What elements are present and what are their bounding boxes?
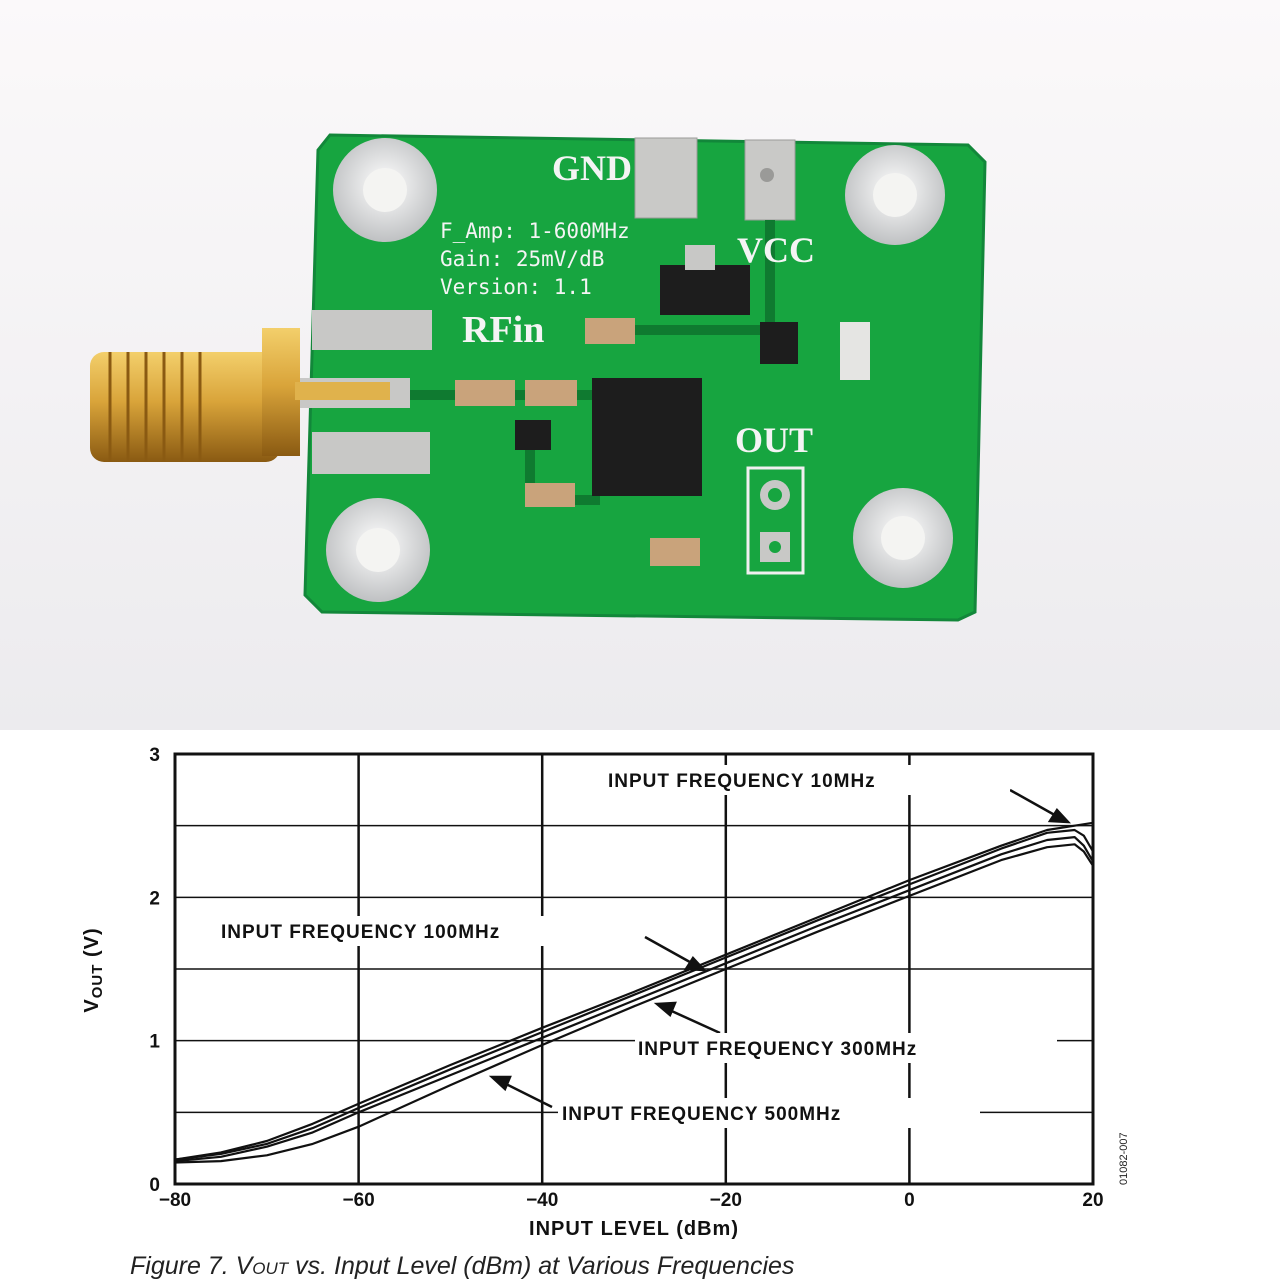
vout-chart: INPUT FREQUENCY 10MHz INPUT FREQUENCY 10… xyxy=(0,730,1280,1280)
y-axis-label: VOUT (V) xyxy=(81,927,106,1012)
label-300mhz: INPUT FREQUENCY 300MHz xyxy=(638,1039,917,1060)
x-axis-label: INPUT LEVEL (dBm) xyxy=(529,1218,739,1240)
plot-frame xyxy=(173,752,1095,1186)
vcc-label: VCC xyxy=(737,230,815,270)
series-line-3 xyxy=(174,843,1094,1164)
components xyxy=(455,245,870,566)
figure-code: 01082-007 xyxy=(1118,1132,1130,1185)
sma-connector xyxy=(90,328,390,462)
x-tick-label: −60 xyxy=(342,1190,374,1211)
gnd-label: GND xyxy=(552,148,632,188)
series-line-0 xyxy=(174,821,1094,1161)
label-100mhz: INPUT FREQUENCY 100MHz xyxy=(221,922,500,943)
spec-version: Version: 1.1 xyxy=(440,275,592,299)
y-tick-labels: 0 1 2 3 xyxy=(149,745,160,1196)
x-tick-label: −40 xyxy=(526,1190,558,1211)
out-label: OUT xyxy=(735,420,813,460)
annotation-arrows xyxy=(488,788,1071,1109)
spec-freq: F_Amp: 1-600MHz xyxy=(440,219,630,243)
figure-caption: Figure 7. VOUT vs. Input Level (dBm) at … xyxy=(130,1252,794,1280)
board-photo: GND VCC RFin OUT F_Amp: 1-600MHz Gain: 2… xyxy=(0,0,1280,730)
y-tick-label: 2 xyxy=(149,888,160,909)
rfin-label: RFin xyxy=(462,309,544,351)
y-tick-label: 3 xyxy=(149,745,160,766)
label-500mhz: INPUT FREQUENCY 500MHz xyxy=(562,1104,841,1125)
label-10mhz: INPUT FREQUENCY 10MHz xyxy=(608,771,876,792)
out-header xyxy=(746,466,805,575)
spec-gain: Gain: 25mV/dB xyxy=(440,247,604,271)
x-tick-label: 0 xyxy=(904,1190,915,1211)
series-line-1 xyxy=(174,828,1094,1161)
series-line-2 xyxy=(174,836,1094,1163)
y-tick-label: 0 xyxy=(149,1175,160,1196)
gnd-pad xyxy=(634,137,698,219)
pcb-board xyxy=(303,133,987,622)
mounting-holes xyxy=(326,138,953,602)
x-tick-label: −20 xyxy=(710,1190,742,1211)
chart-series xyxy=(174,821,1094,1164)
x-tick-label: −80 xyxy=(159,1190,191,1211)
x-tick-labels: −80 −60 −40 −20 0 20 xyxy=(159,1190,1104,1211)
y-tick-label: 1 xyxy=(149,1032,160,1053)
x-tick-label: 20 xyxy=(1082,1190,1103,1211)
